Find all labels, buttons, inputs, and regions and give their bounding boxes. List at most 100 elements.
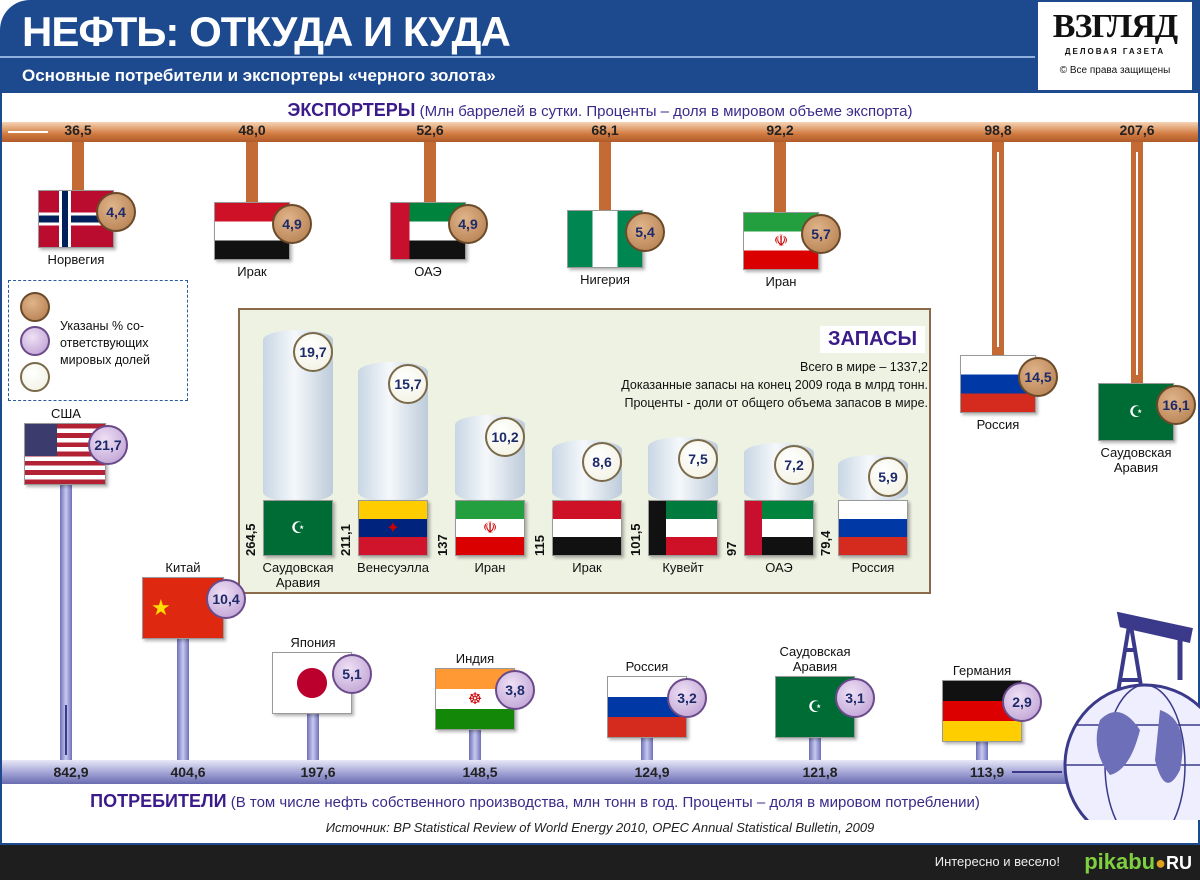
source-note: Источник: BP Statistical Review of World… bbox=[325, 820, 875, 835]
consumer-stem bbox=[60, 463, 72, 760]
consumer-share-badge: 3,2 bbox=[667, 678, 707, 718]
reserve-country-label: Ирак bbox=[572, 560, 602, 575]
brand: pikabu bbox=[1084, 849, 1156, 874]
consumer-country-label: Саудовская Аравия bbox=[779, 644, 851, 674]
reserve-share-badge: 5,9 bbox=[868, 457, 908, 497]
reserves-note-shares: Проценты - доли от общего объема запасов… bbox=[624, 396, 929, 410]
arrow-up-icon bbox=[997, 152, 999, 347]
divider bbox=[0, 56, 1035, 58]
flag-kuwait-icon bbox=[648, 500, 718, 556]
exporter-country-label: Саудовская Аравия bbox=[1100, 445, 1172, 475]
consumers-note: (В том числе нефть собственного производ… bbox=[230, 794, 980, 811]
reserve-share-badge: 7,2 bbox=[774, 445, 814, 485]
flag-iraq-icon bbox=[552, 500, 622, 556]
reserve-value: 97 bbox=[724, 541, 739, 556]
consumer-share-badge: 10,4 bbox=[206, 579, 246, 619]
logo-tagline: ДЕЛОВАЯ ГАЗЕТА bbox=[1064, 47, 1166, 56]
consumer-value: 197,6 bbox=[300, 764, 336, 780]
exporter-country-label: ОАЭ bbox=[414, 264, 442, 279]
exporter-stem bbox=[774, 142, 786, 212]
consumers-heading: ПОТРЕБИТЕЛИ (В том числе нефть собственн… bbox=[0, 791, 1070, 812]
consumer-value: 842,9 bbox=[53, 764, 89, 780]
exporter-value: 48,0 bbox=[238, 122, 266, 138]
exporter-share-badge: 4,9 bbox=[272, 204, 312, 244]
exporter-value: 52,6 bbox=[416, 122, 444, 138]
exporter-country-label: Нигерия bbox=[580, 272, 630, 287]
reserves-title: ЗАПАСЫ bbox=[820, 326, 926, 353]
exporter-share-badge: 5,4 bbox=[625, 212, 665, 252]
flag-uae-icon bbox=[744, 500, 814, 556]
reserve-value: 79,4 bbox=[818, 530, 833, 556]
exporter-stem bbox=[599, 142, 611, 210]
reserve-share-badge: 19,7 bbox=[293, 332, 333, 372]
reserve-country-label: Россия bbox=[851, 560, 895, 575]
rights-text: © Все права защищены bbox=[1059, 65, 1171, 76]
exporter-value: 207,6 bbox=[1119, 122, 1155, 138]
header-banner bbox=[0, 0, 1200, 93]
pikabu-logo[interactable]: pikabu●RU bbox=[1084, 849, 1192, 875]
reserve-country-label: Венесуэлла bbox=[357, 560, 429, 575]
consumers-title: ПОТРЕБИТЕЛИ bbox=[90, 791, 227, 811]
content-frame bbox=[0, 93, 1200, 845]
exporter-stem bbox=[72, 142, 84, 190]
arrow-up-icon bbox=[1136, 152, 1138, 375]
flag-iran-icon: ☫ bbox=[455, 500, 525, 556]
exporter-value: 68,1 bbox=[591, 122, 619, 138]
consumer-country-label: Индия bbox=[455, 651, 495, 666]
exporter-country-label: Ирак bbox=[237, 264, 267, 279]
exporter-share-badge: 14,5 bbox=[1018, 357, 1058, 397]
arrow-up-icon bbox=[65, 705, 67, 755]
brand-mark-icon: ● bbox=[1155, 853, 1166, 873]
brand-suffix: RU bbox=[1166, 853, 1192, 873]
reserve-country-label: Иран bbox=[474, 560, 506, 575]
exporters-heading: ЭКСПОРТЕРЫ (Млн баррелей в сутки. Процен… bbox=[0, 100, 1200, 121]
flag-saudi-icon: ☪ bbox=[263, 500, 333, 556]
exporter-value: 36,5 bbox=[64, 122, 92, 138]
consumer-value: 124,9 bbox=[634, 764, 670, 780]
consumer-value: 113,9 bbox=[969, 764, 1005, 780]
consumer-country-label: Германия bbox=[952, 663, 1012, 678]
consumer-share-badge: 3,8 bbox=[495, 670, 535, 710]
consumer-value: 404,6 bbox=[170, 764, 206, 780]
consumer-country-label: Китай bbox=[165, 560, 201, 575]
reserve-value: 211,1 bbox=[338, 524, 353, 556]
reserve-share-badge: 7,5 bbox=[678, 439, 718, 479]
legend bbox=[8, 280, 188, 401]
exporter-stem bbox=[246, 142, 258, 202]
exporter-country-label: Норвегия bbox=[47, 252, 105, 267]
page-subtitle: Основные потребители и экспортеры «черно… bbox=[22, 66, 496, 85]
reserve-share-badge: 10,2 bbox=[485, 417, 525, 457]
legend-exporter-swatch bbox=[20, 292, 50, 322]
exporter-country-label: Россия bbox=[976, 417, 1020, 432]
consumer-country-label: Япония bbox=[290, 635, 336, 650]
footer-slogan: Интересно и весело! bbox=[934, 854, 1060, 869]
reserve-country-label: Саудовская Аравия bbox=[262, 560, 334, 590]
page-title: НЕФТЬ: ОТКУДА И КУДА bbox=[22, 8, 511, 55]
reserve-value: 101,5 bbox=[628, 523, 643, 556]
consumer-country-label: США bbox=[51, 406, 81, 421]
exporters-title: ЭКСПОРТЕРЫ bbox=[287, 100, 416, 120]
exporter-stem bbox=[424, 142, 436, 202]
exporter-share-badge: 5,7 bbox=[801, 214, 841, 254]
reserve-share-badge: 8,6 bbox=[582, 442, 622, 482]
consumer-share-badge: 5,1 bbox=[332, 654, 372, 694]
exporter-share-badge: 16,1 bbox=[1156, 385, 1196, 425]
exporters-bar bbox=[2, 122, 1198, 142]
legend-text: Указаны % со-ответствующих мировых долей bbox=[60, 319, 151, 367]
consumer-value: 148,5 bbox=[462, 764, 498, 780]
consumer-share-badge: 21,7 bbox=[88, 425, 128, 465]
exporter-value: 98,8 bbox=[984, 122, 1012, 138]
reserves-note: Доказанные запасы на конец 2009 года в м… bbox=[621, 378, 928, 392]
logo[interactable]: ВЗГЛЯД ДЕЛОВАЯ ГАЗЕТА © Все права защище… bbox=[1038, 2, 1192, 90]
consumer-stem bbox=[177, 617, 189, 760]
consumer-country-label: Россия bbox=[625, 659, 669, 674]
flag-venezuela-icon: ✦ bbox=[358, 500, 428, 556]
legend-consumer-swatch bbox=[20, 326, 50, 356]
consumer-value: 121,8 bbox=[802, 764, 838, 780]
reserve-value: 137 bbox=[435, 534, 450, 556]
flag-russia-icon bbox=[838, 500, 908, 556]
footer bbox=[0, 845, 1200, 880]
exporter-share-badge: 4,4 bbox=[96, 192, 136, 232]
reserve-share-badge: 15,7 bbox=[388, 364, 428, 404]
legend-reserves-swatch bbox=[20, 362, 50, 392]
